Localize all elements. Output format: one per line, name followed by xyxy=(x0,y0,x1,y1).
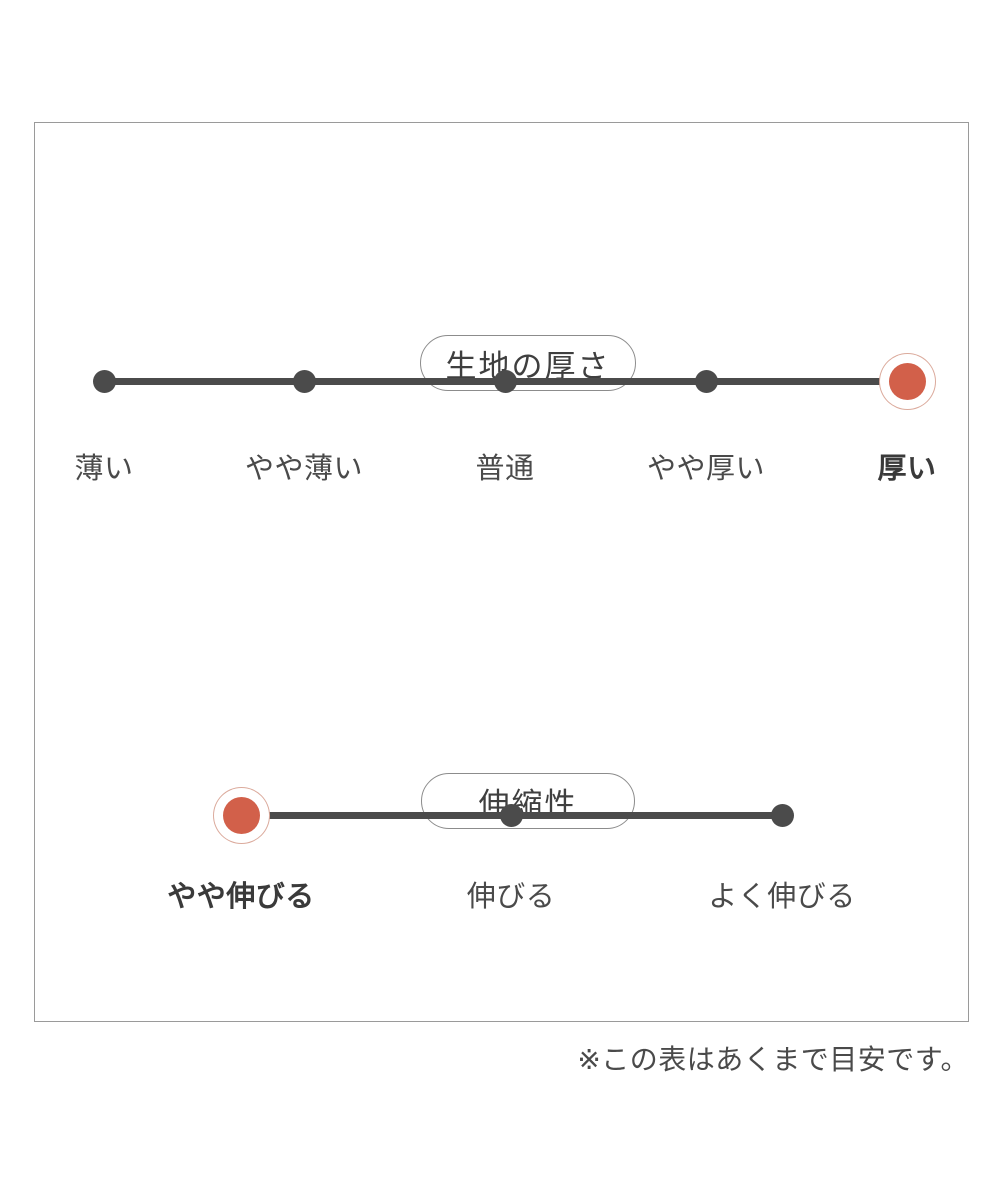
thickness-label-2: やや薄い xyxy=(244,453,364,485)
stretch-node-1-selected[interactable] xyxy=(222,796,260,834)
thickness-node-3[interactable] xyxy=(493,369,517,393)
thickness-node-4[interactable] xyxy=(694,369,718,393)
thickness-label-3: 普通 xyxy=(475,453,535,485)
thickness-label-1: 薄い xyxy=(74,453,134,485)
footnote-disclaimer: ※この表はあくまで目安です。 xyxy=(577,1044,969,1075)
spec-panel: 生地の厚さ 薄い やや薄い 普通 やや厚い 厚い 伸縮性 やや伸びる 伸びる よ… xyxy=(34,122,969,1022)
stretch-label-3: よく伸びる xyxy=(708,881,856,913)
stretch-node-2[interactable] xyxy=(499,803,523,827)
stretch-node-3[interactable] xyxy=(770,803,794,827)
stretch-label-1-selected: やや伸びる xyxy=(167,881,315,913)
thickness-node-5-selected[interactable] xyxy=(888,362,926,400)
thickness-node-1[interactable] xyxy=(92,369,116,393)
thickness-label-4: やや厚い xyxy=(646,453,766,485)
thickness-label-5-selected: 厚い xyxy=(877,453,937,485)
section-title-stretch: 伸縮性 xyxy=(421,773,635,829)
stretch-label-2: 伸びる xyxy=(466,881,556,913)
thickness-node-2[interactable] xyxy=(292,369,316,393)
